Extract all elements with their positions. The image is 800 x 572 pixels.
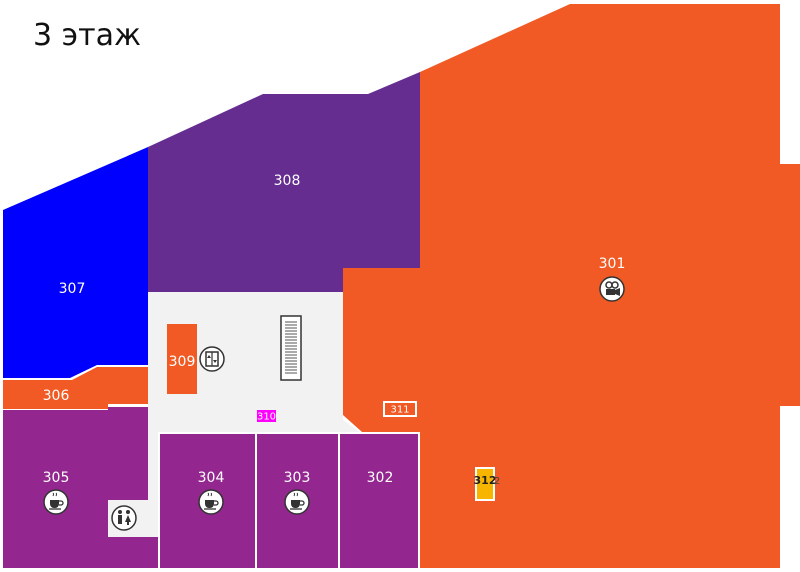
coffee-cup-icon-303[interactable] bbox=[284, 489, 310, 515]
room-label-302: 302 bbox=[367, 470, 394, 486]
room-301[interactable] bbox=[343, 4, 800, 568]
room-305[interactable] bbox=[3, 407, 148, 568]
room-label-301: 301 bbox=[599, 256, 626, 272]
room-310[interactable] bbox=[257, 410, 276, 422]
room-label-312-suffix: 2 bbox=[494, 476, 500, 487]
room-label-305: 305 bbox=[43, 470, 70, 486]
coffee-cup-icon-305[interactable] bbox=[43, 489, 69, 515]
room-306[interactable] bbox=[3, 367, 148, 409]
escalator-icon bbox=[280, 315, 302, 381]
room-label-304: 304 bbox=[198, 470, 225, 486]
room-label-309: 309 bbox=[169, 354, 196, 370]
coffee-cup-icon-304[interactable] bbox=[198, 489, 224, 515]
room-302[interactable] bbox=[340, 434, 418, 568]
room-label-308: 308 bbox=[274, 173, 301, 189]
room-label-306: 306 bbox=[43, 388, 70, 404]
room-label-310: 310 bbox=[257, 412, 276, 423]
room-label-312: 312 bbox=[474, 474, 497, 487]
room-305-lower[interactable] bbox=[108, 537, 158, 568]
room-309[interactable] bbox=[167, 324, 197, 394]
room-308[interactable] bbox=[148, 72, 420, 292]
floor-title: 3 этаж bbox=[33, 18, 141, 53]
elevator-icon[interactable] bbox=[199, 346, 225, 372]
cinema-camera-icon[interactable] bbox=[599, 276, 625, 302]
room-label-311: 311 bbox=[390, 405, 409, 416]
room-label-303: 303 bbox=[284, 470, 311, 486]
room-307[interactable] bbox=[3, 147, 148, 378]
room-311[interactable] bbox=[383, 401, 417, 417]
restroom-icon[interactable] bbox=[111, 505, 137, 531]
room-312[interactable] bbox=[475, 467, 495, 501]
room-label-307: 307 bbox=[59, 281, 86, 297]
